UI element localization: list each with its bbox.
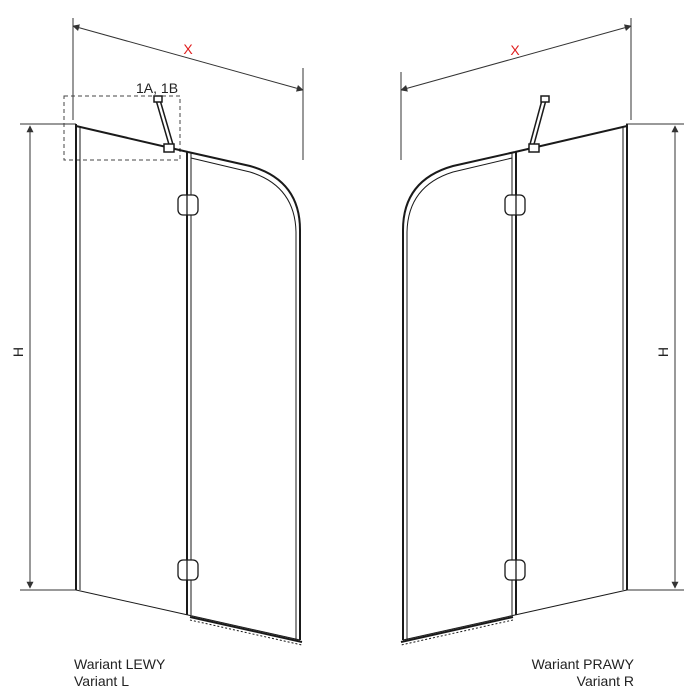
left-caption-line1: Wariant LEWY: [74, 656, 166, 672]
right-hinge-bottom: [504, 559, 526, 581]
right-variant: X H: [400, 18, 684, 646]
right-height-label: H: [655, 347, 671, 357]
right-width-dimension: [400, 18, 632, 160]
left-width-dimension: [72, 18, 304, 160]
left-variant: X H 1A, 1B: [10, 18, 304, 646]
left-detail-box: [63, 95, 181, 161]
right-caption-line2: Variant R: [576, 673, 634, 689]
left-caption: Wariant LEWY Variant L: [74, 656, 165, 690]
left-caption-line2: Variant L: [74, 673, 129, 689]
right-width-label: X: [510, 42, 520, 58]
left-height-label: H: [10, 347, 26, 357]
right-stabilizer-bar: [528, 95, 550, 153]
right-caption: Wariant PRAWY Variant R: [532, 656, 634, 690]
right-height-dimension: [626, 123, 684, 591]
left-glass-panels: [75, 124, 303, 646]
left-width-label: X: [183, 41, 193, 57]
left-hinge-bottom: [177, 559, 199, 581]
left-hinge-top: [177, 194, 199, 216]
left-height-dimension: [20, 123, 76, 591]
right-caption-line1: Wariant PRAWY: [531, 656, 634, 672]
left-callout-label: 1A, 1B: [136, 80, 178, 96]
left-stabilizer-bar: [153, 95, 175, 153]
right-hinge-top: [504, 194, 526, 216]
